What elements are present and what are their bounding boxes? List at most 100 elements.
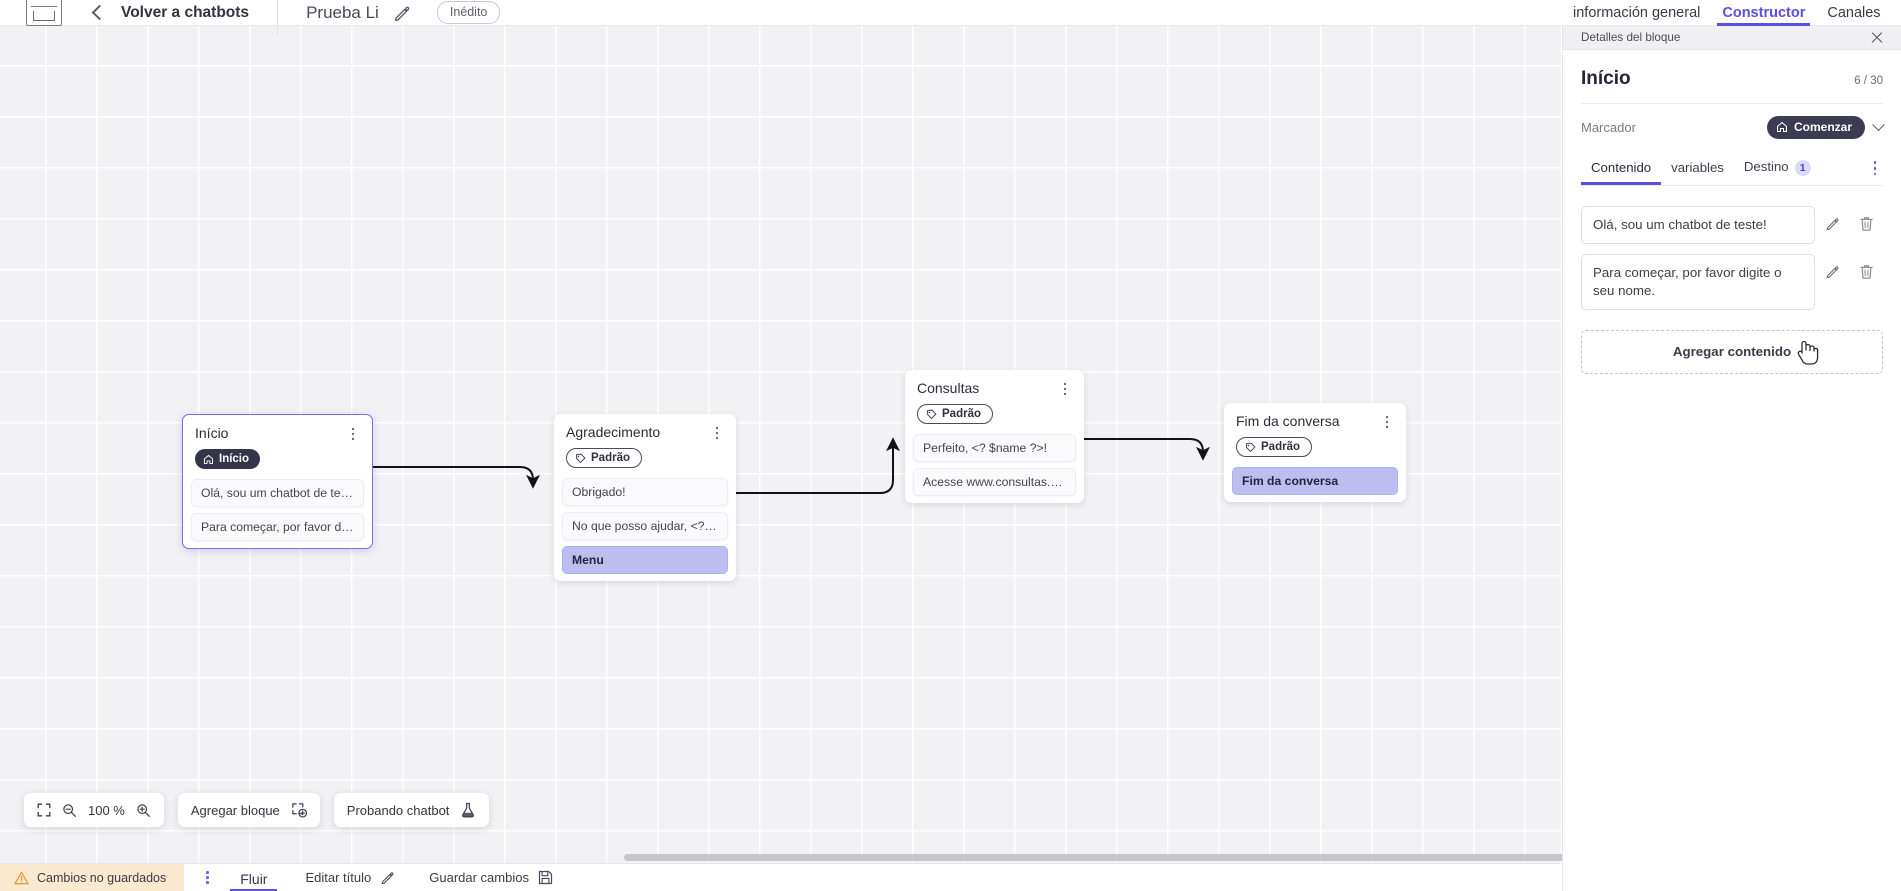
content-item-text[interactable]: Olá, sou um chatbot de teste!: [1581, 205, 1815, 244]
add-block-icon: [291, 802, 307, 818]
block-details-panel: Detalles del bloque Início 6 / 30 Marcad…: [1562, 26, 1901, 891]
chevron-down-icon[interactable]: [1872, 118, 1885, 132]
flow-canvas[interactable]: Início Início Olá, sou um chatbot de tes…: [0, 26, 1561, 863]
node-title: Agradecimento: [566, 424, 661, 440]
save-changes-button[interactable]: Guardar cambios: [429, 870, 553, 885]
tab-variables-label: variables: [1671, 159, 1724, 175]
node-menu-button[interactable]: [710, 425, 724, 441]
panel-counter: 6 / 30: [1854, 75, 1883, 87]
node-badge-padrao: Padrão: [917, 404, 993, 424]
content-item: Para começar, por favor digite o seu nom…: [1581, 253, 1883, 310]
fit-screen-icon[interactable]: [37, 803, 51, 817]
marker-pill-comenzar[interactable]: Comenzar: [1766, 116, 1865, 139]
top-header-bar: Volver a chatbots Prueba Li Inédito: [0, 0, 1561, 36]
node-row-fim[interactable]: Fim da conversa: [1232, 466, 1398, 495]
zoom-in-icon[interactable]: [136, 803, 151, 818]
unsaved-changes-banner: Cambios no guardados: [0, 863, 185, 891]
tab-variables[interactable]: variables: [1661, 153, 1734, 184]
node-header: Consultas: [905, 370, 1084, 397]
node-row[interactable]: Para começar, por favor digite o ...: [191, 512, 364, 541]
node-badge-row: Padrão: [905, 397, 1084, 434]
content-items-list: Olá, sou um chatbot de teste!: [1581, 186, 1883, 310]
tab-contenido-label: Contenido: [1591, 159, 1652, 175]
node-menu-button[interactable]: [1058, 381, 1072, 397]
node-badge-row: Início: [183, 442, 372, 479]
app-logo-icon[interactable]: [26, 0, 62, 26]
unsaved-changes-label: Cambios no guardados: [37, 870, 167, 885]
flask-icon: [460, 802, 476, 819]
panel-tabs-menu-button[interactable]: [1867, 158, 1883, 178]
node-header: Fim da conversa: [1224, 403, 1406, 430]
edit-title-button[interactable]: Editar título: [305, 870, 395, 885]
node-menu-button[interactable]: [346, 426, 360, 442]
tab-destino-count: 1: [1794, 159, 1811, 176]
canvas-toolbar: 100 % Agregar bloque: [24, 793, 490, 827]
home-icon: [1777, 122, 1787, 132]
canvas-horizontal-scrollbar[interactable]: [0, 852, 1596, 863]
test-chatbot-label: Probando chatbot: [346, 802, 450, 818]
node-title: Fim da conversa: [1236, 413, 1340, 429]
content-edit-pencil-icon[interactable]: [1815, 206, 1849, 242]
edit-title-label: Editar título: [305, 870, 372, 885]
tag-icon: [1246, 442, 1256, 452]
scrollbar-thumb[interactable]: [624, 854, 1596, 861]
bottom-status-bar: Cambios no guardados Fluir Editar título…: [0, 863, 1561, 891]
marker-row: Marcador Comenzar: [1581, 104, 1885, 152]
tab-constructor[interactable]: Constructor: [1711, 0, 1816, 26]
close-icon[interactable]: [1869, 30, 1885, 46]
node-badge-label: Padrão: [942, 408, 981, 420]
back-chevron-icon[interactable]: [91, 4, 108, 21]
add-block-button[interactable]: Agregar bloque: [177, 793, 320, 827]
node-badge-label: Início: [219, 453, 250, 465]
content-edit-pencil-icon[interactable]: [1815, 254, 1849, 290]
edit-title-pencil-icon[interactable]: [393, 4, 411, 22]
panel-title: Início: [1581, 68, 1631, 89]
node-badge-padrao: Padrão: [566, 448, 642, 468]
node-header: Início: [183, 415, 372, 442]
content-delete-trash-icon[interactable]: [1849, 206, 1883, 242]
node-header: Agradecimento: [554, 414, 736, 441]
save-changes-label: Guardar cambios: [429, 870, 529, 885]
node-badge-padrao: Padrão: [1236, 437, 1312, 457]
flow-connectors: [373, 437, 1210, 494]
flow-node-consultas[interactable]: Consultas Padrão Perfeito, <? $name ?>! …: [905, 370, 1084, 503]
back-to-chatbots-link[interactable]: Volver a chatbots: [121, 3, 250, 21]
add-block-label: Agregar bloque: [190, 802, 280, 818]
node-row[interactable]: Perfeito, <? $name ?>!: [913, 433, 1076, 462]
content-item: Olá, sou um chatbot de teste!: [1581, 205, 1883, 244]
tab-informacion-general[interactable]: información general: [1573, 4, 1701, 21]
flow-node-inicio[interactable]: Início Início Olá, sou um chatbot de tes…: [182, 414, 373, 549]
node-badge-inicio: Início: [195, 449, 261, 469]
document-title: Prueba Li: [306, 2, 379, 22]
tag-icon: [927, 409, 937, 419]
statusbar-menu-button[interactable]: [200, 869, 214, 887]
content-item-text[interactable]: Para começar, por favor digite o seu nom…: [1581, 253, 1815, 310]
save-disk-icon: [538, 870, 553, 885]
content-delete-trash-icon[interactable]: [1849, 254, 1883, 290]
marker-label: Marcador: [1581, 120, 1636, 135]
header-divider: [277, 0, 279, 36]
flow-node-fim-da-conversa[interactable]: Fim da conversa Padrão Fim da conversa: [1224, 403, 1406, 502]
node-menu-button[interactable]: [1380, 414, 1394, 430]
node-badge-label: Padrão: [591, 452, 630, 464]
node-row[interactable]: Acesse www.consultas.com par...: [913, 467, 1076, 496]
tab-canales[interactable]: Canales: [1827, 4, 1881, 21]
marker-controls: Comenzar: [1766, 116, 1885, 139]
test-chatbot-button[interactable]: Probando chatbot: [333, 793, 490, 827]
node-row[interactable]: No que posso ajudar, <? $name ...: [562, 511, 728, 540]
node-row[interactable]: Obrigado!: [562, 477, 728, 506]
node-row[interactable]: Olá, sou um chatbot de teste!: [191, 478, 364, 507]
zoom-out-icon[interactable]: [62, 803, 77, 818]
tab-fluir[interactable]: Fluir: [230, 864, 278, 891]
panel-title-row: Início 6 / 30: [1581, 50, 1883, 104]
flow-node-agradecimento[interactable]: Agradecimento Padrão Obrigado! No que po…: [554, 414, 736, 581]
warning-triangle-icon: [14, 871, 29, 884]
node-badge-label: Padrão: [1261, 441, 1300, 453]
add-content-button[interactable]: Agregar contenido: [1581, 329, 1883, 374]
home-icon: [203, 454, 214, 464]
node-row-menu[interactable]: Menu: [562, 545, 728, 574]
marker-pill-label: Comenzar: [1793, 120, 1852, 134]
pencil-icon: [381, 872, 394, 885]
tab-contenido[interactable]: Contenido: [1581, 153, 1662, 185]
